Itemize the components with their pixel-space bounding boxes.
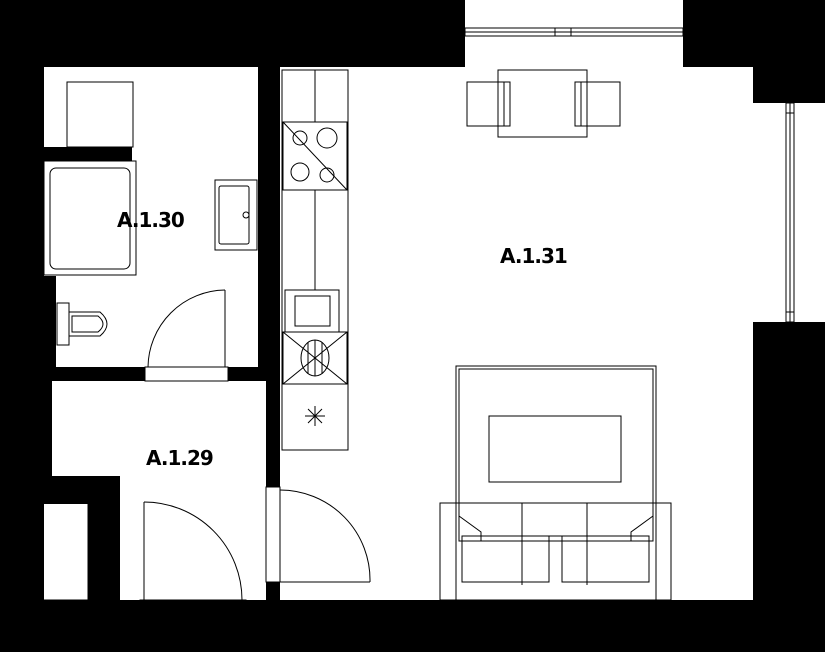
wall-bath-inner-a <box>44 147 132 161</box>
hob-lower <box>282 331 348 385</box>
wardrobe <box>33 488 89 601</box>
toilet <box>56 302 70 346</box>
wall-right-upper <box>753 67 825 103</box>
room-label-hall: A.1.29 <box>146 446 213 470</box>
wall-top-left <box>0 0 465 67</box>
bed-blanket <box>488 415 622 483</box>
windows <box>464 27 795 323</box>
dining-table <box>497 69 588 138</box>
bathroom-fixtures <box>43 81 258 382</box>
room-label-living: A.1.31 <box>500 244 567 268</box>
bathroom-door-frame <box>144 366 229 382</box>
extractor-icon <box>305 406 325 426</box>
cushion-left <box>461 535 550 583</box>
hob-upper <box>282 121 348 191</box>
wall-left <box>0 67 44 652</box>
chair-right <box>574 81 621 127</box>
cabinet <box>66 81 134 148</box>
sofa <box>439 502 672 601</box>
wall-bath-bottom <box>0 367 145 381</box>
hall-fixtures <box>33 486 371 636</box>
sink <box>214 179 258 251</box>
wall-hall-right-low <box>266 582 280 600</box>
wall-top-right <box>683 0 825 67</box>
bed <box>455 365 657 601</box>
wall-bath-right <box>258 67 280 367</box>
living-door-frame <box>265 486 281 583</box>
bathroom-door-swing <box>147 289 226 368</box>
chair-left <box>466 81 511 127</box>
wall-left-stub <box>88 476 120 602</box>
entry-door-frame <box>139 599 247 636</box>
kitchen <box>281 69 349 451</box>
cushion-right <box>561 535 650 583</box>
room-label-bathroom: A.1.30 <box>117 208 184 232</box>
wall-bath-bottom-r <box>228 367 280 381</box>
wall-bottom <box>0 600 825 652</box>
shower-tray <box>43 160 137 276</box>
living-furniture <box>439 69 672 601</box>
wall-bath-inner-b <box>44 276 56 367</box>
wall-hall-inner <box>44 381 52 476</box>
living-door-swing <box>279 489 371 583</box>
wall-hall-right <box>266 381 280 487</box>
wall-right-lower <box>753 322 825 652</box>
entry-door-swing <box>143 501 243 601</box>
